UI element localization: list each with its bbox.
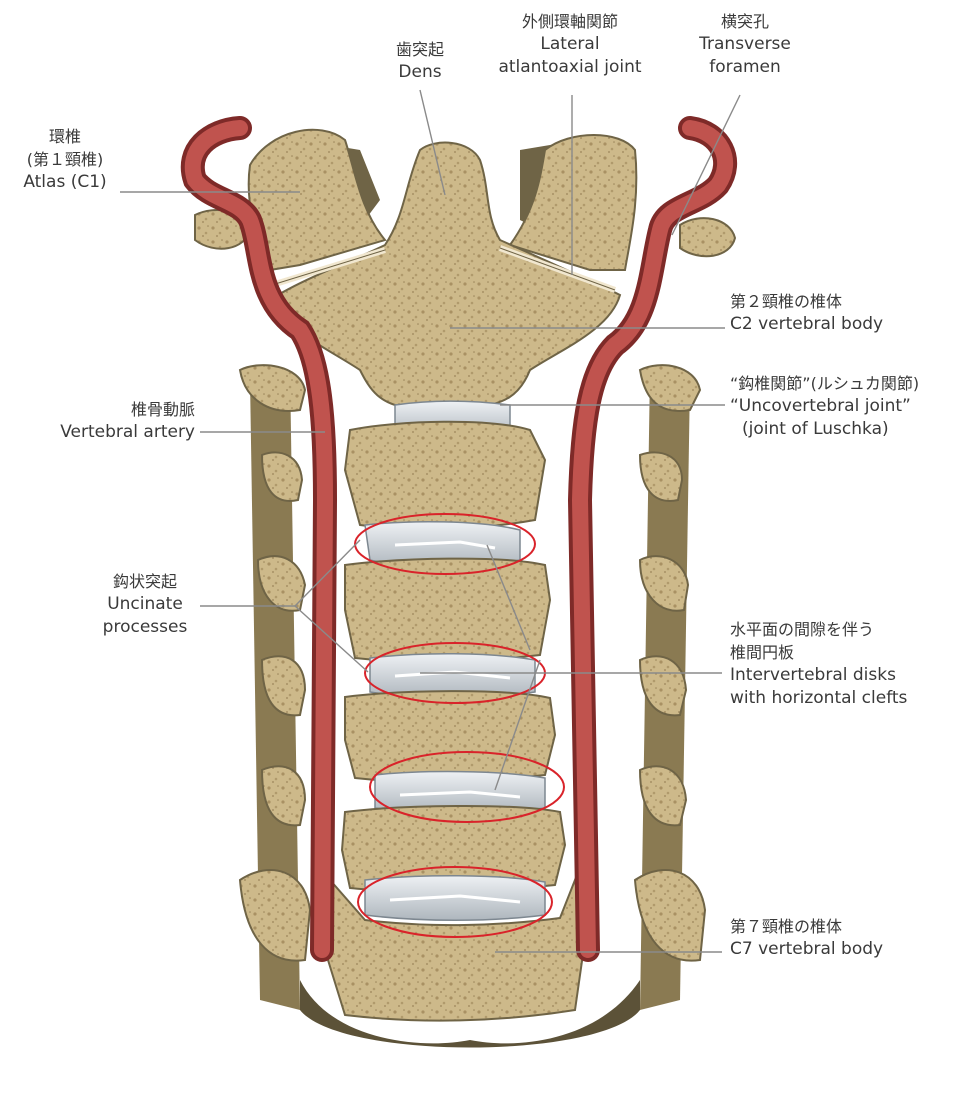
left-lateral-processes bbox=[238, 364, 312, 962]
highlight-ring-3 bbox=[369, 751, 565, 823]
vertebral-arteries bbox=[180, 116, 738, 962]
right-lateral-processes bbox=[633, 364, 707, 962]
highlight-ring-4 bbox=[357, 866, 553, 938]
label-c7-vertebral-body: 第７頸椎の椎体 C7 vertebral body bbox=[730, 915, 960, 961]
label-dens: 歯突起 Dens bbox=[365, 38, 475, 84]
label-uncinate-en2: processes bbox=[102, 617, 188, 637]
label-uncinate-en1: Uncinate bbox=[107, 594, 183, 614]
label-transverse-foramen: 横突孔 Transverse foramen bbox=[690, 10, 800, 79]
label-lateral-atlantoaxial-joint: 外側環軸関節 Lateral atlantoaxial joint bbox=[480, 10, 660, 79]
label-c2-vertebral-body: 第２頸椎の椎体 C2 vertebral body bbox=[730, 290, 960, 336]
label-dens-en: Dens bbox=[398, 62, 442, 82]
label-c2-jp: 第２頸椎の椎体 bbox=[730, 292, 843, 311]
label-vertebral-artery-en: Vertebral artery bbox=[60, 422, 195, 442]
label-uncovertebral-en1: “Uncovertebral joint” bbox=[730, 396, 911, 416]
label-atlas-jp2: (第１頸椎) bbox=[26, 150, 104, 169]
label-c7-jp: 第７頸椎の椎体 bbox=[730, 917, 843, 936]
axis-c2 bbox=[268, 141, 622, 409]
label-c2-en: C2 vertebral body bbox=[730, 314, 884, 334]
atlas-c1 bbox=[194, 128, 737, 272]
label-uncinate-jp: 鈎状突起 bbox=[112, 572, 177, 591]
label-lateral-joint-en1: Lateral bbox=[540, 34, 600, 54]
label-intervertebral-disks: 水平面の間隙を伴う 椎間円板 Intervertebral disks with… bbox=[730, 618, 960, 710]
label-c7-en: C7 vertebral body bbox=[730, 939, 884, 959]
label-transverse-foramen-en2: foramen bbox=[709, 57, 781, 77]
label-atlas-jp1: 環椎 bbox=[48, 127, 81, 146]
label-disks-en1: Intervertebral disks bbox=[730, 665, 896, 685]
label-atlas: 環椎 (第１頸椎) Atlas (C1) bbox=[5, 125, 125, 194]
label-transverse-foramen-jp: 横突孔 bbox=[720, 12, 769, 31]
label-disks-en2: with horizontal clefts bbox=[730, 688, 908, 708]
highlight-ring-1 bbox=[354, 513, 536, 575]
label-atlas-en: Atlas (C1) bbox=[23, 172, 107, 192]
vertebral-bodies bbox=[326, 400, 587, 1022]
label-disks-jp1: 水平面の間隙を伴う bbox=[730, 620, 875, 639]
label-lateral-joint-jp: 外側環軸関節 bbox=[521, 12, 618, 31]
label-transverse-foramen-en1: Transverse bbox=[699, 34, 791, 54]
label-uncovertebral-joint: “鈎椎関節”(ルシュカ関節) “Uncovertebral joint” (jo… bbox=[730, 372, 975, 441]
label-dens-jp: 歯突起 bbox=[395, 40, 444, 59]
label-uncovertebral-jp: “鈎椎関節”(ルシュカ関節) bbox=[730, 374, 920, 393]
leader-lines bbox=[120, 89, 741, 953]
label-disks-jp2: 椎間円板 bbox=[730, 643, 795, 662]
label-vertebral-artery: 椎骨動脈 Vertebral artery bbox=[20, 398, 195, 444]
label-lateral-joint-en2: atlantoaxial joint bbox=[498, 57, 642, 77]
label-uncinate-processes: 鈎状突起 Uncinate processes bbox=[80, 570, 210, 639]
label-uncovertebral-en2: (joint of Luschka) bbox=[742, 419, 889, 439]
label-vertebral-artery-jp: 椎骨動脈 bbox=[130, 400, 195, 419]
